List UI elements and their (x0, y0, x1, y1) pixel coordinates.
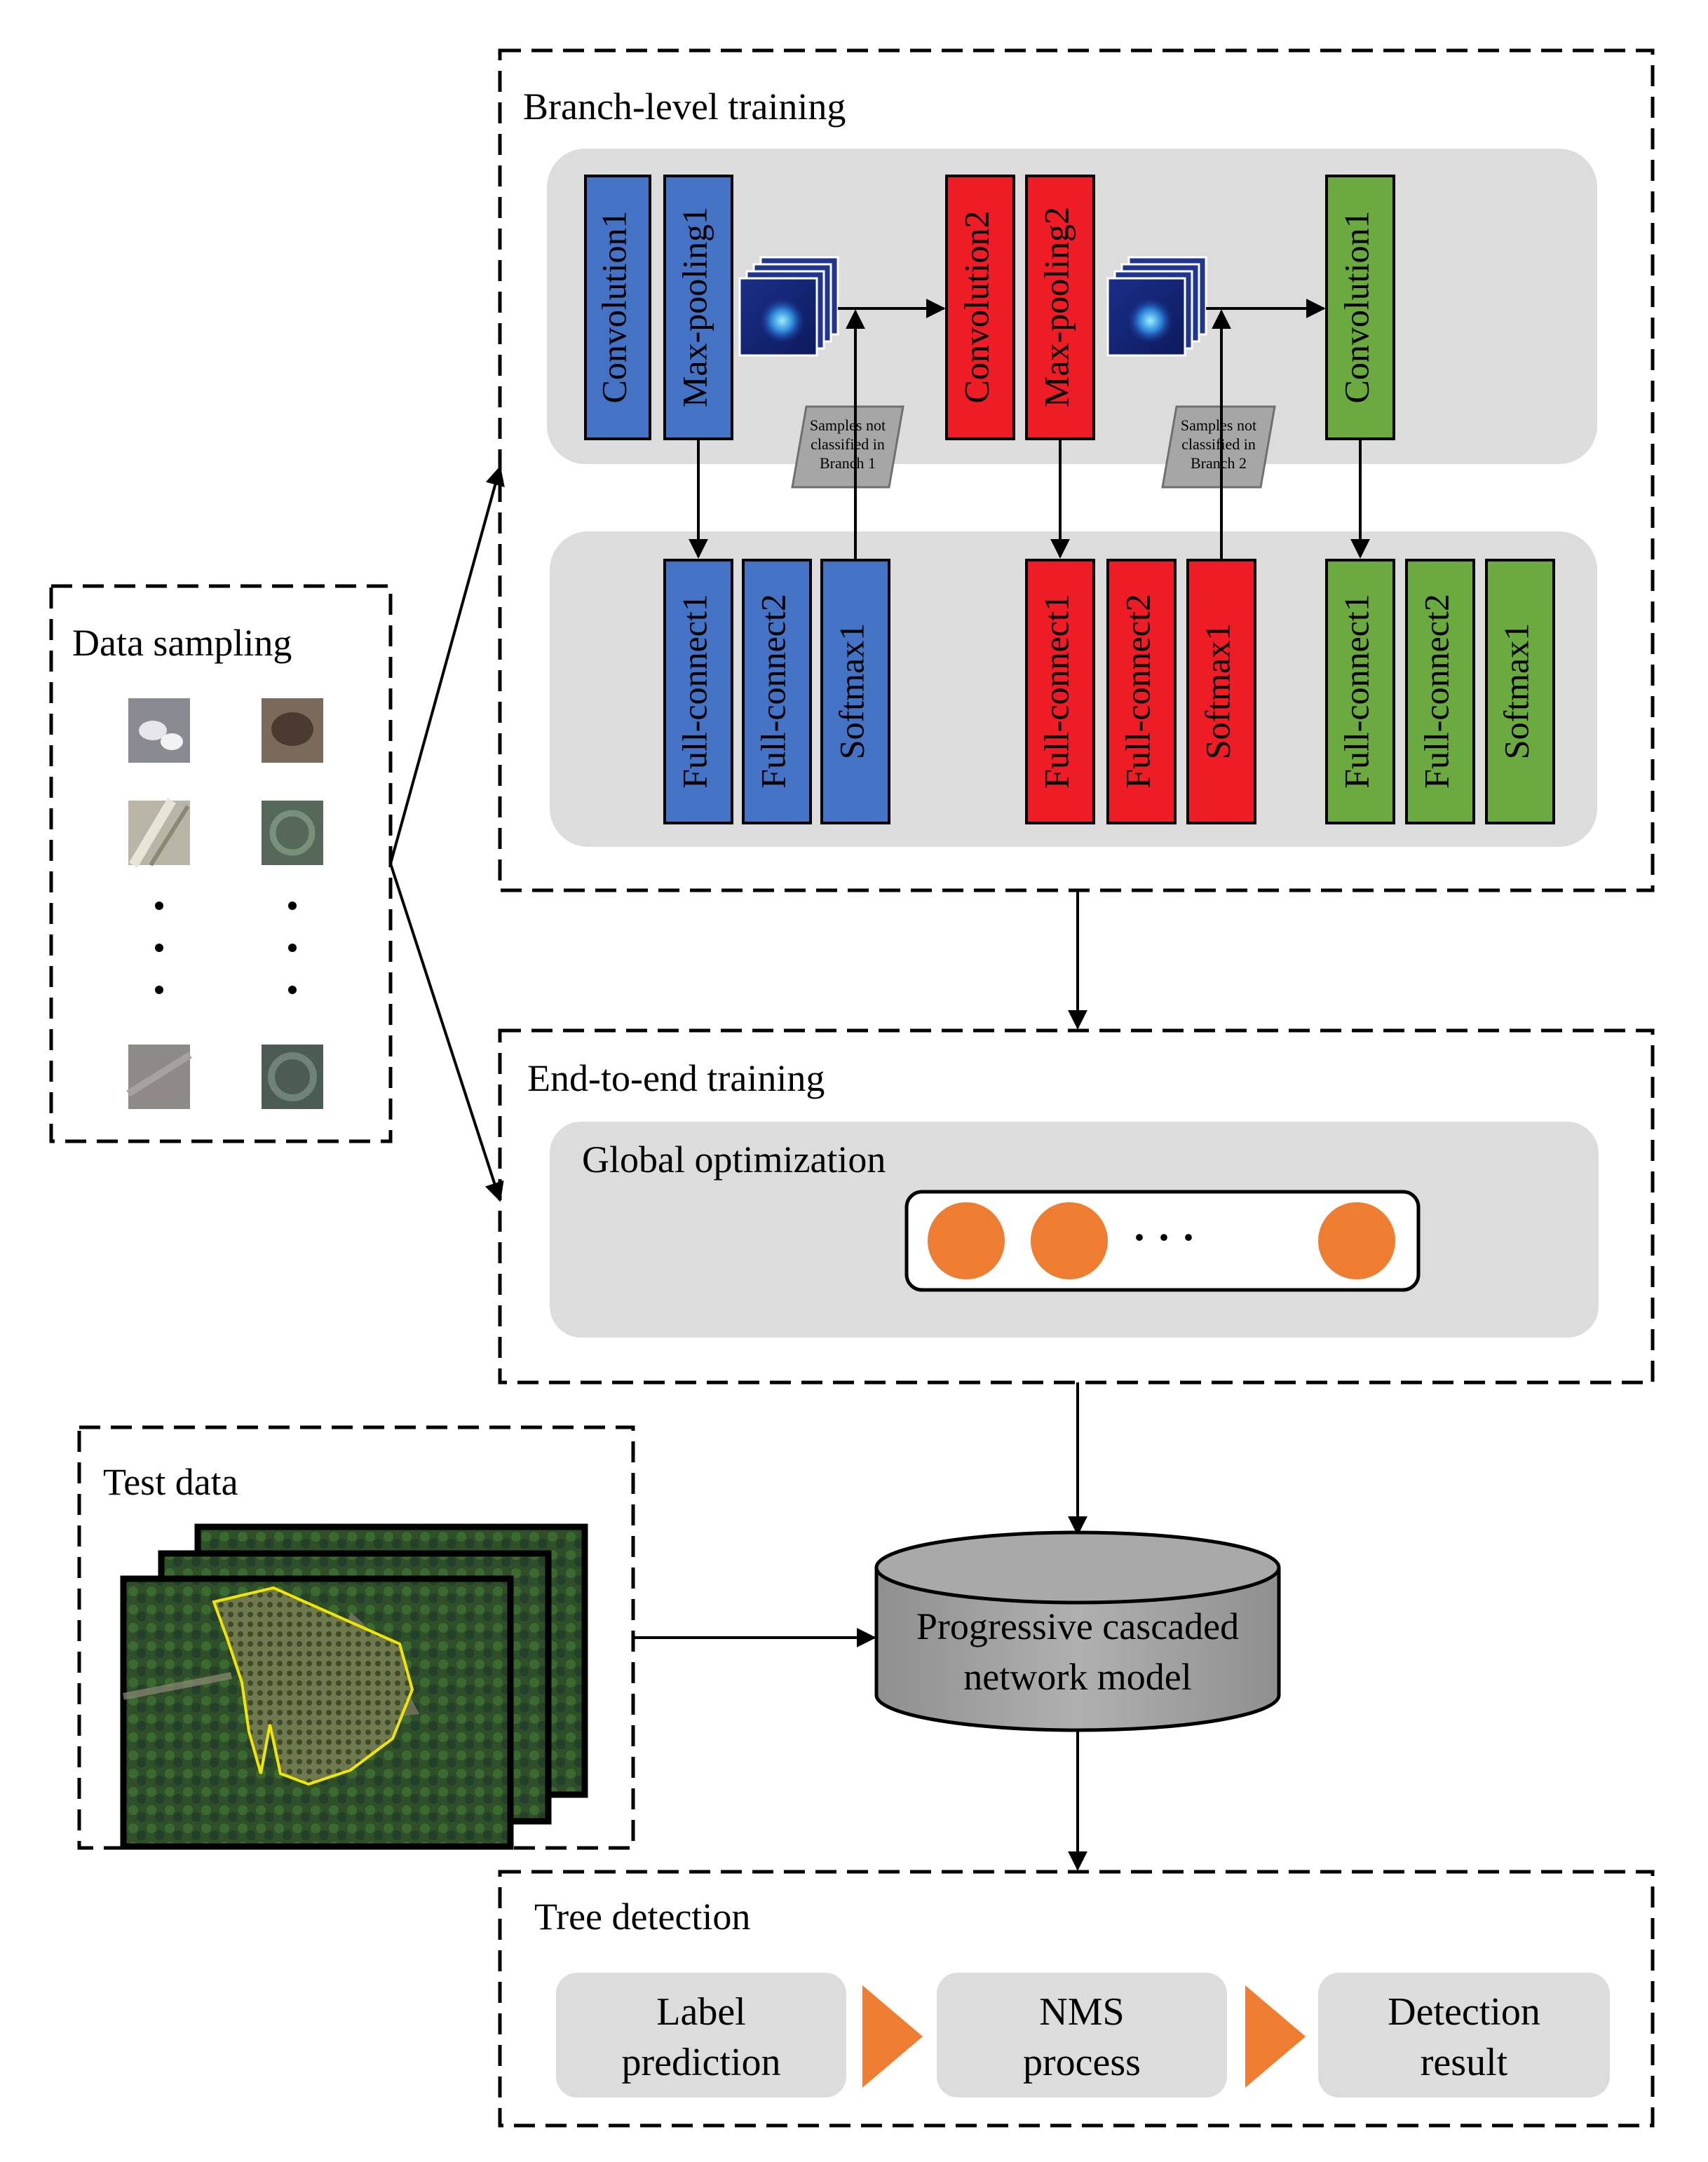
samples-not-classified-branch2: Samples not classified in Branch 2 (1161, 405, 1276, 489)
sample-thumbnail (262, 698, 323, 763)
svg-text:Branch 2: Branch 2 (1191, 454, 1247, 472)
data-sampling-frame (49, 584, 393, 1143)
svg-text:Full-connect2: Full-connect2 (1416, 594, 1456, 789)
top-layer-convolution2: Convolution2 (945, 175, 1015, 440)
branch2-softmax1: Softmax1 (1186, 559, 1256, 824)
arrow-to-end-to-end-training (389, 863, 504, 1202)
feature-map-stack-2 (1106, 256, 1207, 357)
end-to-end-frame (498, 1028, 1655, 1385)
network-node (1031, 1202, 1108, 1279)
node-container (904, 1190, 1421, 1292)
svg-text:Detection: Detection (1388, 1990, 1540, 2034)
svg-text:Samples not: Samples not (1181, 416, 1256, 434)
tree-region-boundary (212, 1586, 414, 1786)
svg-text:NMS: NMS (1039, 1990, 1124, 2034)
svg-text:classified in: classified in (1181, 435, 1256, 453)
arrow-to-branch-training (389, 465, 505, 864)
network-node (1318, 1202, 1395, 1279)
satellite-image-stack (120, 1523, 588, 1850)
svg-text:Branch 1: Branch 1 (820, 454, 876, 472)
data-sampling-section: Data sampling (49, 465, 505, 1202)
sample-thumbnail (262, 801, 323, 865)
svg-text:Full-connect1: Full-connect1 (1336, 594, 1376, 789)
progressive-cascaded-model-cylinder: Progressive cascaded network model (874, 1530, 1281, 1732)
test-data-title: Test data (103, 1461, 238, 1503)
global-optimization-title: Global optimization (582, 1138, 886, 1181)
branch3-softmax1: Softmax1 (1485, 559, 1555, 824)
model-label-line1: Progressive cascaded (916, 1605, 1239, 1647)
branch3-full-connect1: Full-connect1 (1325, 559, 1395, 824)
svg-text:Convolution1: Convolution1 (594, 210, 633, 403)
sample-thumbnail (128, 698, 190, 763)
branch2-full-connect2: Full-connect2 (1106, 559, 1177, 824)
svg-text:Full-connect2: Full-connect2 (753, 594, 792, 789)
svg-text:result: result (1421, 2041, 1508, 2084)
network-node (928, 1202, 1005, 1279)
sample-thumbnail (126, 1045, 192, 1109)
test-data-section: Test data (77, 1425, 876, 1850)
step-nms-process: NMS process (937, 1973, 1227, 2098)
svg-text:classified in: classified in (811, 435, 885, 453)
branch-level-training-section: Branch-level training Convolution1 Max-p… (498, 48, 1655, 892)
top-layer-convolution1: Convolution1 (584, 175, 651, 440)
svg-text:Samples not: Samples not (810, 416, 886, 434)
step-arrow-icon (862, 1985, 923, 2088)
node-ellipsis: · · · (1132, 1214, 1195, 1260)
branch1-full-connect2: Full-connect2 (742, 559, 812, 824)
end-to-end-training-section: End-to-end training Global optimization … (498, 1028, 1655, 1385)
end-to-end-title: End-to-end training (527, 1057, 825, 1099)
top-layer-max-pooling2: Max-pooling2 (1025, 175, 1095, 440)
branch1-full-connect1: Full-connect1 (663, 559, 733, 824)
vertical-dots-icon (155, 902, 297, 994)
tree-detection-title: Tree detection (534, 1896, 750, 1938)
svg-text:Label: Label (656, 1990, 745, 2034)
svg-text:Softmax1: Softmax1 (832, 623, 871, 759)
step-arrow-icon (1245, 1985, 1306, 2088)
model-label-line2: network model (963, 1656, 1191, 1698)
svg-text:Convolution1: Convolution1 (1336, 210, 1376, 403)
svg-text:process: process (1023, 2041, 1141, 2084)
svg-text:Max-pooling2: Max-pooling2 (1036, 207, 1076, 407)
branch1-softmax1: Softmax1 (820, 559, 890, 824)
sample-thumbnail (262, 1045, 323, 1109)
svg-text:Full-connect2: Full-connect2 (1118, 594, 1157, 789)
svg-text:Convolution2: Convolution2 (956, 210, 996, 403)
svg-text:Softmax1: Softmax1 (1198, 623, 1237, 759)
top-layer-max-pooling1: Max-pooling1 (663, 175, 733, 440)
svg-text:Full-connect1: Full-connect1 (1036, 594, 1076, 789)
satellite-image (120, 1575, 514, 1850)
step-label-prediction: Label prediction (556, 1973, 846, 2098)
tree-detection-section: Tree detection Label prediction NMS proc… (498, 1870, 1655, 2128)
svg-text:prediction: prediction (621, 2041, 780, 2084)
data-sampling-title: Data sampling (72, 622, 292, 664)
svg-text:Softmax1: Softmax1 (1496, 623, 1536, 759)
samples-not-classified-branch1: Samples not classified in Branch 1 (791, 405, 904, 489)
tree-detection-frame (498, 1870, 1655, 2128)
top-layer-convolution1-branch3: Convolution1 (1325, 175, 1395, 440)
feature-map-stack-1 (738, 256, 839, 357)
sample-thumbnail (128, 798, 190, 868)
svg-text:Max-pooling1: Max-pooling1 (675, 207, 714, 407)
branch2-full-connect1: Full-connect1 (1025, 559, 1095, 824)
svg-text:Full-connect1: Full-connect1 (675, 594, 714, 789)
step-detection-result: Detection result (1318, 1973, 1610, 2098)
branch3-full-connect2: Full-connect2 (1405, 559, 1475, 824)
branch-training-title: Branch-level training (523, 86, 846, 128)
